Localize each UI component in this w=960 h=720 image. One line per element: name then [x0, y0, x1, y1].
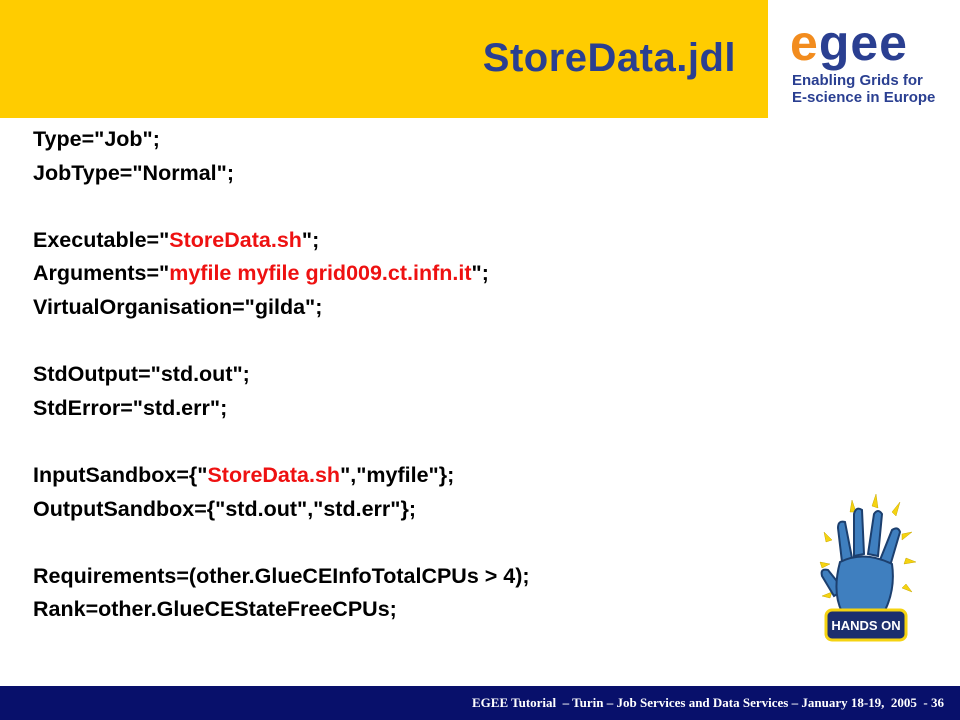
code-line-outputsandbox: OutputSandbox={"std.out","std.err"};: [33, 496, 416, 521]
exec-prefix: Executable=": [33, 227, 170, 252]
footer-text: EGEE Tutorial – Turin – Job Services and…: [471, 695, 944, 710]
hands-on-icon: HANDS ON: [819, 493, 917, 642]
code-gap: [33, 425, 793, 459]
code-line-jobtype: JobType="Normal";: [33, 160, 234, 185]
code-line-requirements: Requirements=(other.GlueCEInfoTotalCPUs …: [33, 563, 530, 588]
header-band: [0, 0, 768, 118]
footer-bar: EGEE Tutorial – Turin – Job Services and…: [0, 686, 960, 720]
logo-subtitle-line1: Enabling Grids for: [792, 72, 923, 89]
badge-text: HANDS ON: [831, 618, 900, 633]
code-gap: [33, 190, 793, 224]
code-line-stderr: StdError="std.err";: [33, 395, 228, 420]
code-line-arguments: Arguments="myfile myfile grid009.ct.infn…: [33, 257, 793, 291]
code-line-stdout: StdOutput="std.out";: [33, 362, 250, 387]
logo-wordmark: egee: [790, 15, 908, 71]
args-suffix: ";: [471, 261, 489, 286]
hands-on-logo: HANDS ON: [812, 492, 922, 672]
badge-shape: [824, 608, 908, 642]
code-line-inputsandbox: InputSandbox={"StoreData.sh","myfile"};: [33, 459, 793, 493]
code-line-type: Type="Job";: [33, 127, 160, 151]
isb-suffix: ","myfile"};: [340, 462, 455, 487]
isb-prefix: InputSandbox={": [33, 462, 208, 487]
code-line-rank: Rank=other.GlueCEStateFreeCPUs;: [33, 597, 397, 622]
code-line-executable: Executable="StoreData.sh";: [33, 224, 793, 258]
isb-value: StoreData.sh: [207, 462, 341, 487]
jdl-code-block: Type="Job"; JobType="Normal"; Executable…: [33, 123, 793, 627]
args-prefix: Arguments=": [33, 261, 170, 286]
code-gap: [33, 325, 793, 359]
logo-subtitle: Enabling Grids for E-science in Europe: [792, 72, 935, 106]
egee-logo: egee Enabling Grids for E-science in Eur…: [776, 0, 960, 118]
code-gap: [33, 526, 793, 560]
exec-value: StoreData.sh: [169, 227, 302, 252]
code-line-vo: VirtualOrganisation="gilda";: [33, 294, 323, 319]
slide-title: StoreData.jdl: [482, 36, 736, 80]
logo-subtitle-line2: E-science in Europe: [792, 89, 936, 106]
args-value: myfile myfile grid009.ct.infn.it: [169, 261, 472, 286]
exec-suffix: ";: [301, 227, 320, 252]
